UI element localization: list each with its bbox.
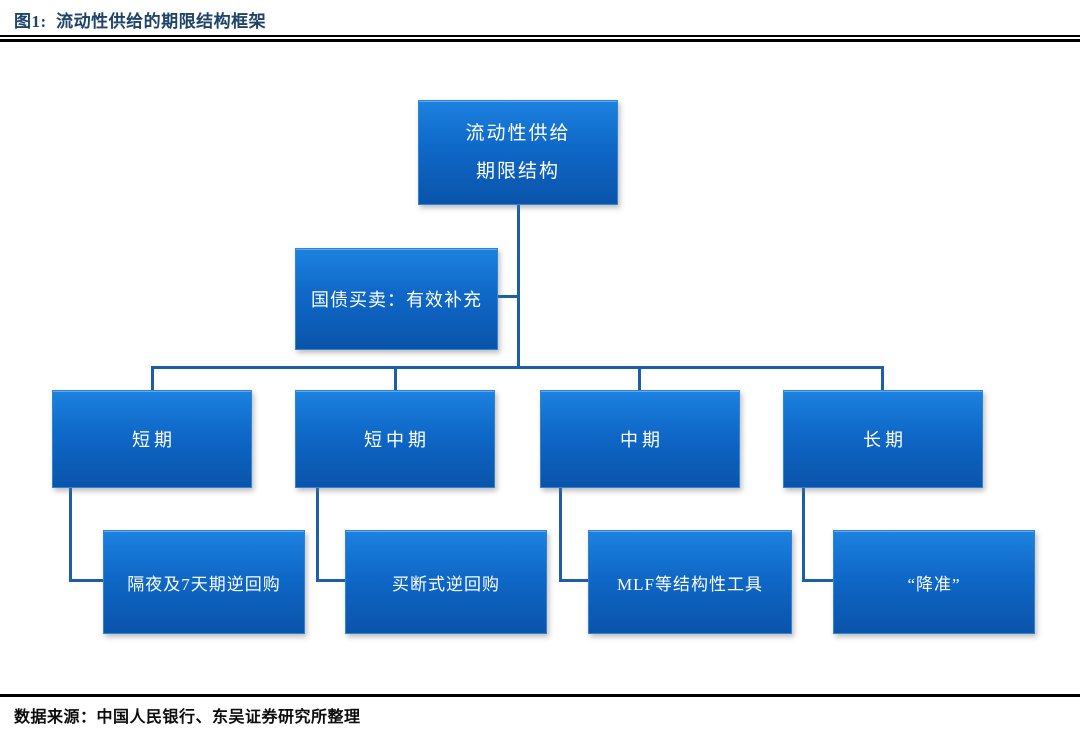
node-category-long-term: 长期 [783, 390, 983, 488]
node-category-short-term: 短期 [52, 390, 252, 488]
connector-stub-mid [638, 366, 641, 392]
connector-drop-mid [559, 488, 562, 582]
connector-stub-short [151, 366, 154, 392]
node-treasury-bond-trading: 国债买卖：有效补充 [295, 248, 498, 350]
node-category-short-medium-term: 短中期 [295, 390, 495, 488]
connector-elbow-short-mid [316, 579, 346, 582]
connector-drop-long [802, 488, 805, 582]
connector-elbow-short [69, 579, 104, 582]
node-tool-rrr-cut: “降准” [833, 530, 1035, 634]
connector-trunk [517, 205, 520, 369]
connector-elbow-long [802, 579, 834, 582]
node-tool-outright-reverse-repo: 买断式逆回购 [345, 530, 547, 634]
node-root-liquidity-supply: 流动性供给 期限结构 [418, 100, 618, 205]
connector-drop-short [69, 488, 72, 582]
node-root-label: 流动性供给 期限结构 [465, 122, 571, 182]
connector-stub-short-mid [394, 366, 397, 392]
figure-title: 图1: 流动性供给的期限结构框架 [14, 12, 267, 31]
header-rule-thick [0, 39, 1080, 42]
connector-drop-short-mid [316, 488, 319, 582]
header-rule-thin [0, 35, 1080, 37]
footer-rule [0, 694, 1080, 697]
connector-distribution-line [151, 366, 884, 369]
node-tool-reverse-repo-7d: 隔夜及7天期逆回购 [103, 530, 305, 634]
data-source-note: 数据来源：中国人民银行、东吴证券研究所整理 [14, 709, 361, 726]
connector-elbow-mid [559, 579, 589, 582]
connector-supplement-link [498, 295, 517, 298]
connector-stub-long [881, 366, 884, 392]
node-tool-mlf-structural: MLF等结构性工具 [588, 530, 792, 634]
node-category-medium-term: 中期 [540, 390, 740, 488]
